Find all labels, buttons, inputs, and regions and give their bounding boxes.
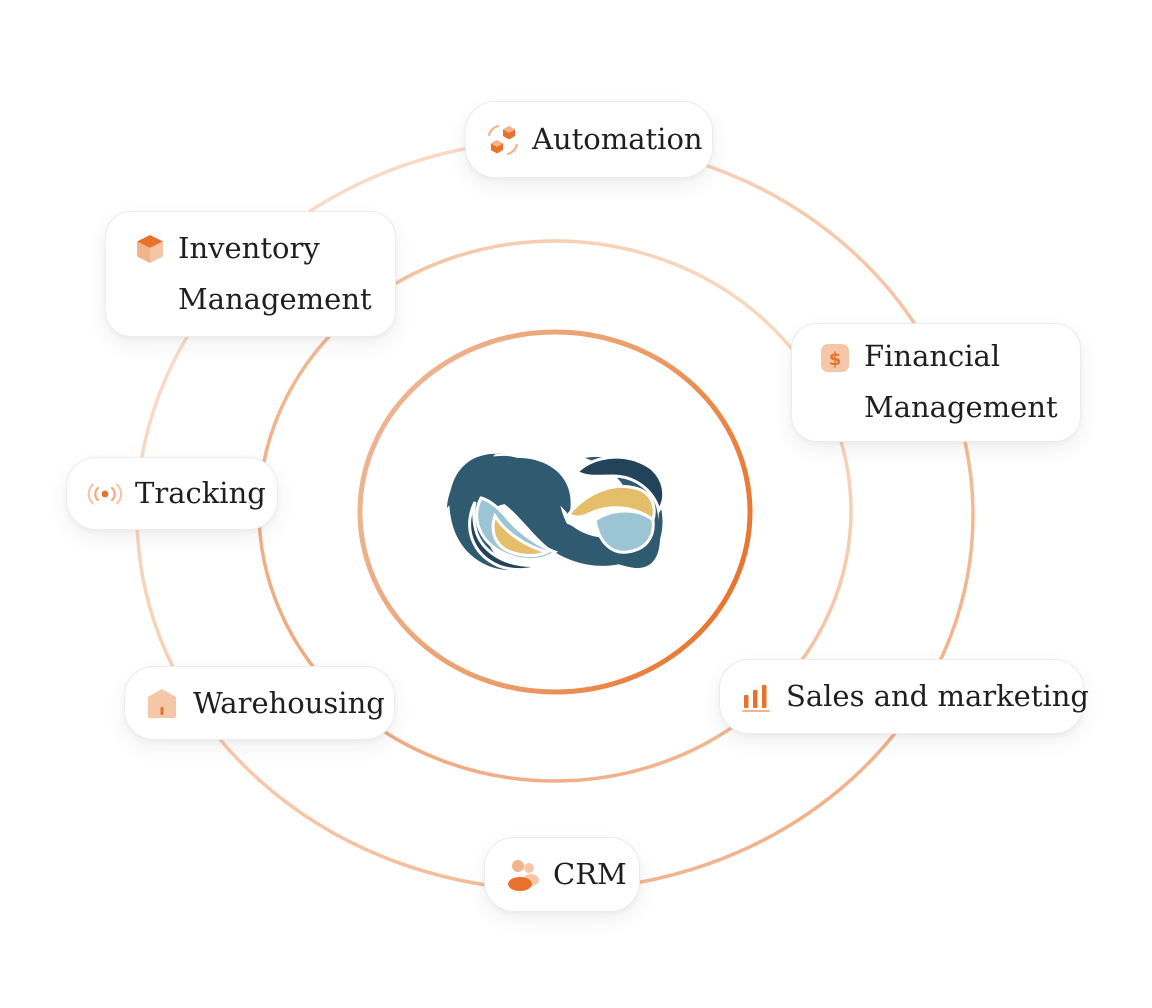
module-sales-and-marketing[interactable]: Sales and marketing [719, 659, 1089, 734]
inner-ring [357, 329, 753, 695]
automation-cubes-icon [486, 123, 520, 157]
inventory-box-icon [134, 233, 166, 265]
module-warehousing[interactable]: Warehousing [124, 666, 395, 740]
module-tracking-label: Tracking [135, 476, 266, 510]
dollar-icon: $ [820, 343, 850, 373]
users-icon [505, 858, 541, 892]
warehouse-icon [145, 686, 179, 720]
module-tracking[interactable]: Tracking [66, 457, 278, 530]
module-warehousing-label: Warehousing [193, 685, 385, 720]
svg-text:$: $ [829, 349, 842, 370]
module-inventory-management[interactable]: Inventory Management [105, 211, 396, 337]
module-financial-management[interactable]: $ Financial Management [791, 323, 1081, 442]
infinity-logo-icon [447, 453, 666, 572]
module-automation-label: Automation [532, 122, 703, 156]
module-inventory-management-label: Inventory Management [178, 231, 372, 316]
module-sales-and-marketing-label: Sales and marketing [786, 679, 1089, 713]
module-automation[interactable]: Automation [465, 101, 713, 178]
module-crm-label: CRM [553, 857, 627, 891]
module-financial-management-label: Financial Management [864, 339, 1058, 424]
bar-chart-icon [740, 681, 772, 713]
tracking-signal-icon [87, 482, 123, 506]
module-crm[interactable]: CRM [484, 837, 640, 912]
